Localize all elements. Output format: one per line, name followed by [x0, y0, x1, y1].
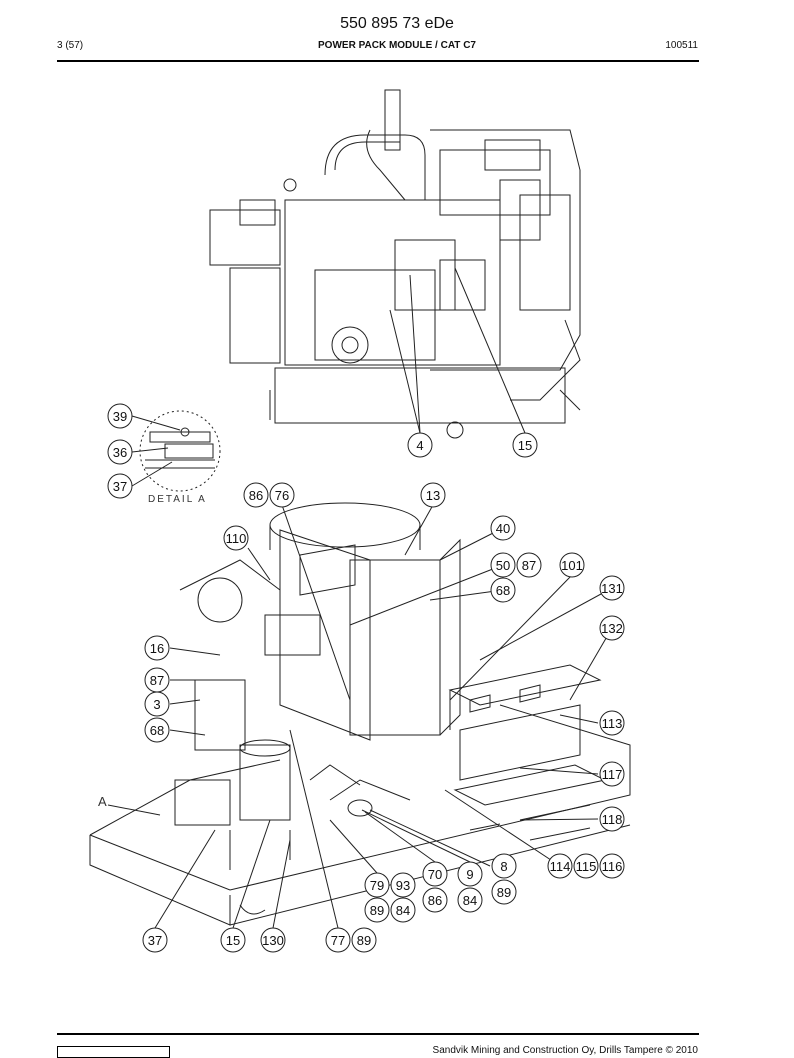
header-rule	[57, 60, 699, 62]
callout-79	[364, 872, 390, 898]
callout-131	[599, 575, 625, 601]
callout-84-b	[390, 897, 416, 923]
callout-76	[269, 482, 295, 508]
callout-label: 89	[370, 903, 384, 918]
callout-15-top	[512, 432, 538, 458]
callout-label: 39	[113, 409, 127, 424]
callout-label: 15	[518, 438, 532, 453]
page-title: POWER PACK MODULE / CAT C7	[318, 40, 476, 51]
callout-label: 86	[428, 893, 442, 908]
callout-label: 118	[602, 812, 623, 827]
callout-label: 110	[226, 531, 247, 546]
footer-copyright: Sandvik Mining and Construction Oy, Dril…	[432, 1045, 698, 1056]
callout-label: 70	[428, 867, 442, 882]
callout-84-a	[457, 887, 483, 913]
callout-3	[144, 691, 170, 717]
callout-16	[144, 635, 170, 661]
callout-label: 77	[331, 933, 345, 948]
callout-39	[107, 403, 133, 429]
callout-label: 36	[113, 445, 127, 460]
callout-50	[490, 552, 516, 578]
callout-label: 15	[226, 933, 240, 948]
callout-label: 131	[601, 581, 623, 596]
callout-118	[599, 806, 625, 832]
callout-label: 87	[150, 673, 164, 688]
engine-top-view	[209, 89, 581, 439]
callout-70	[422, 861, 448, 887]
callout-label: 40	[496, 521, 510, 536]
callout-40	[490, 515, 516, 541]
callout-label: 4	[416, 438, 423, 453]
engine-isometric-view	[89, 502, 631, 926]
callout-label: 37	[148, 933, 162, 948]
callout-116	[599, 853, 625, 879]
callout-label: 16	[150, 641, 164, 656]
callout-130	[260, 927, 286, 953]
callout-115	[573, 853, 599, 879]
callout-68-top	[490, 577, 516, 603]
detail-a-marker: A	[98, 794, 107, 809]
callout-label: 76	[275, 488, 289, 503]
callout-label: 117	[602, 767, 623, 782]
callout-label: 89	[357, 933, 371, 948]
callout-label: 132	[601, 621, 623, 636]
callout-89-c	[351, 927, 377, 953]
callout-4	[407, 432, 433, 458]
callout-label: 13	[426, 488, 440, 503]
callout-label: 115	[576, 859, 597, 874]
callout-label: 113	[602, 716, 623, 731]
callout-label: 8	[500, 859, 507, 874]
callout-8	[491, 853, 517, 879]
callout-9	[457, 861, 483, 887]
footer-rule	[57, 1033, 699, 1035]
callout-label: 116	[602, 859, 623, 874]
callout-label: 89	[497, 885, 511, 900]
callout-label: 87	[522, 558, 536, 573]
callout-132	[599, 615, 625, 641]
callout-label: 50	[496, 558, 510, 573]
callout-37-detail	[107, 473, 133, 499]
callout-37-bottom	[142, 927, 168, 953]
callout-label: 37	[113, 479, 127, 494]
callout-93	[390, 872, 416, 898]
document-number: 550 895 73 eDe	[340, 15, 454, 32]
page-number: 3 (57)	[57, 40, 84, 51]
detail-a-label: DETAIL A	[148, 494, 207, 505]
callout-label: 79	[370, 878, 384, 893]
callout-label: 84	[463, 893, 477, 908]
callout-110	[223, 525, 249, 551]
callout-101	[559, 552, 585, 578]
callout-15-bottom	[220, 927, 246, 953]
callout-117	[599, 761, 625, 787]
callout-113	[599, 710, 625, 736]
document-date: 100511	[665, 40, 698, 51]
callout-label: 3	[153, 697, 160, 712]
callout-89-a	[491, 879, 517, 905]
callout-86-top	[243, 482, 269, 508]
callout-label: 68	[150, 723, 164, 738]
callout-label: 9	[466, 867, 473, 882]
callout-114	[547, 853, 573, 879]
callout-label: 68	[496, 583, 510, 598]
callout-label: 86	[249, 488, 263, 503]
callout-label: 130	[262, 933, 284, 948]
callout-label: 93	[396, 878, 410, 893]
callout-87-top	[516, 552, 542, 578]
callout-label: 114	[550, 859, 571, 874]
callouts	[107, 403, 625, 953]
company-logo	[57, 1046, 170, 1058]
callout-36	[107, 439, 133, 465]
callout-86-bottom	[422, 887, 448, 913]
callout-68-left	[144, 717, 170, 743]
callout-label: 101	[561, 558, 583, 573]
callout-89-b	[364, 897, 390, 923]
callout-13	[420, 482, 446, 508]
detail-a-view	[131, 410, 221, 492]
callout-label: 84	[396, 903, 410, 918]
callout-77	[325, 927, 351, 953]
